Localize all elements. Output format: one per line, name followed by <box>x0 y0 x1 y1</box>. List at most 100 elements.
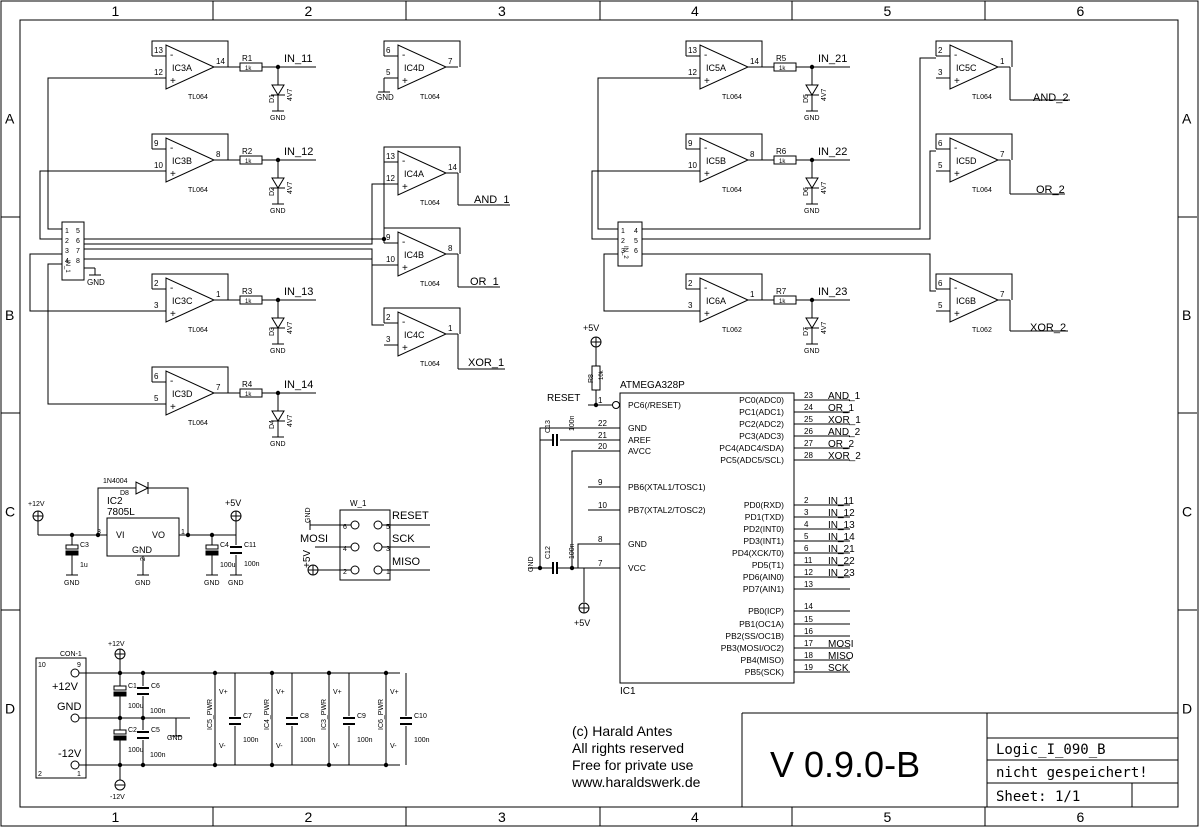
logic-output-label: AND_1 <box>474 194 509 206</box>
pin-number: 8 <box>216 150 221 159</box>
net-label: IN_13 <box>284 286 313 298</box>
net-label: MISO <box>828 651 854 662</box>
pin-number: 3 <box>688 301 693 310</box>
minus-sign: - <box>704 283 707 294</box>
column-marker: 6 <box>1077 3 1085 19</box>
opamp-name: IC3D <box>172 389 193 399</box>
column-marker: 5 <box>884 3 892 19</box>
pin-label: PB5(SCK) <box>745 667 784 677</box>
net-label: XOR_1 <box>828 415 861 426</box>
pin-label: V- <box>333 743 340 750</box>
column-marker: 6 <box>1077 809 1085 825</box>
gnd-label: GND <box>376 93 394 102</box>
minus-sign: - <box>954 50 957 61</box>
pin-number: 7 <box>598 559 603 568</box>
pin-number: 23 <box>804 391 813 400</box>
pin-number: 6 <box>154 372 159 381</box>
pin-number: 6 <box>76 238 80 245</box>
opamp-name: IC4D <box>404 63 425 73</box>
sheet-number: Sheet: 1/1 <box>996 789 1080 805</box>
pin-number: 8 <box>448 244 453 253</box>
row-marker: D <box>5 701 15 717</box>
gnd-label: GND <box>528 556 535 572</box>
opamp-type: TL064 <box>972 94 992 101</box>
pin-label: PD0(RXD) <box>744 500 784 510</box>
pwr-name: IC3_PWR <box>321 699 328 730</box>
cap-ref: C10 <box>414 713 427 720</box>
minus-sign: - <box>402 156 405 167</box>
cap-ref: C3 <box>80 542 89 549</box>
pin-label: PD4(XCK/T0) <box>732 548 784 558</box>
resistor-value: 1k <box>245 66 252 72</box>
column-marker: 3 <box>498 3 506 19</box>
pin-label: PC2(ADC2) <box>739 419 784 429</box>
pin-number: 8 <box>598 535 603 544</box>
resistor-ref: R1 <box>242 54 253 63</box>
column-marker: 4 <box>691 809 699 825</box>
connector-name: CON-1 <box>60 651 82 658</box>
net-label: IN_12 <box>284 146 313 158</box>
pin-number: 5 <box>634 238 638 245</box>
diode-ref: D8 <box>120 490 129 497</box>
minus-sign: - <box>704 50 707 61</box>
gnd-label: GND <box>135 580 151 587</box>
gnd-label: GND <box>804 348 820 355</box>
isp-pin <box>373 520 383 530</box>
zener-value: 4V7 <box>821 88 828 101</box>
diode-type: 1N4004 <box>103 478 128 485</box>
pin-number: 7 <box>1000 290 1005 299</box>
opamp-symbol <box>397 231 448 277</box>
pin-number: 1 <box>750 290 755 299</box>
pin-label: AREF <box>628 435 651 445</box>
credit-line: (c) Harald Antes <box>572 723 672 739</box>
opamp-name: IC5A <box>706 63 726 73</box>
opamp-name: IC3B <box>172 156 192 166</box>
pin-label: V- <box>390 743 397 750</box>
gnd-label: GND <box>270 348 286 355</box>
connector-in2 <box>617 221 643 267</box>
minus-sign: - <box>170 376 173 387</box>
zener-value: 4V7 <box>287 88 294 101</box>
pin-label: PC0(ADC0) <box>739 395 784 405</box>
mcu-name: ATMEGA328P <box>620 380 685 391</box>
net-label: IN_23 <box>818 286 847 298</box>
supply-label: +12V <box>28 501 45 508</box>
pin-number: 2 <box>938 46 943 55</box>
plus-sign: + <box>402 76 408 87</box>
diode-ref: D1 <box>269 94 276 103</box>
opamp-name: IC5C <box>956 63 977 73</box>
minus-sign: - <box>170 50 173 61</box>
pin-label: GND <box>628 539 647 549</box>
pin-number: 1 <box>1000 57 1005 66</box>
zener-diode <box>271 84 285 96</box>
net-label: OR_1 <box>828 403 855 414</box>
pin-number: 3 <box>621 248 625 255</box>
cap-ref: C11 <box>244 542 256 549</box>
pin-number: 13 <box>386 152 395 161</box>
pin-number: 13 <box>804 580 813 589</box>
pin-number: 5 <box>938 161 943 170</box>
plus-sign: + <box>402 343 408 354</box>
pin-label: PC5(ADC5/SCL) <box>720 455 784 465</box>
cap-value: 100n <box>150 752 166 759</box>
zener-value: 4V7 <box>287 414 294 427</box>
drawing-name: Logic_I_090_B <box>996 742 1106 758</box>
pin-label: PC4(ADC4/SDA) <box>719 443 784 453</box>
column-marker: 2 <box>305 809 313 825</box>
opamp-name: IC6B <box>956 296 976 306</box>
pin-number: 20 <box>598 442 607 451</box>
pin-number: 6 <box>386 46 391 55</box>
diode-ref: D3 <box>269 327 276 336</box>
mcu-ref: IC1 <box>620 686 636 697</box>
pin-number: 12 <box>688 68 697 77</box>
pin-label: PC1(ADC1) <box>739 407 784 417</box>
zener-diode <box>805 84 819 96</box>
opamp-type: TL064 <box>420 94 440 101</box>
plus-sign: + <box>170 402 176 413</box>
supply-label: -12V <box>110 794 125 801</box>
net-label: MOSI <box>828 639 854 650</box>
pin-number: 9 <box>386 233 391 242</box>
pin-number: 14 <box>750 57 759 66</box>
cap-ref: C6 <box>151 683 160 690</box>
net-label: IN_23 <box>828 568 855 579</box>
